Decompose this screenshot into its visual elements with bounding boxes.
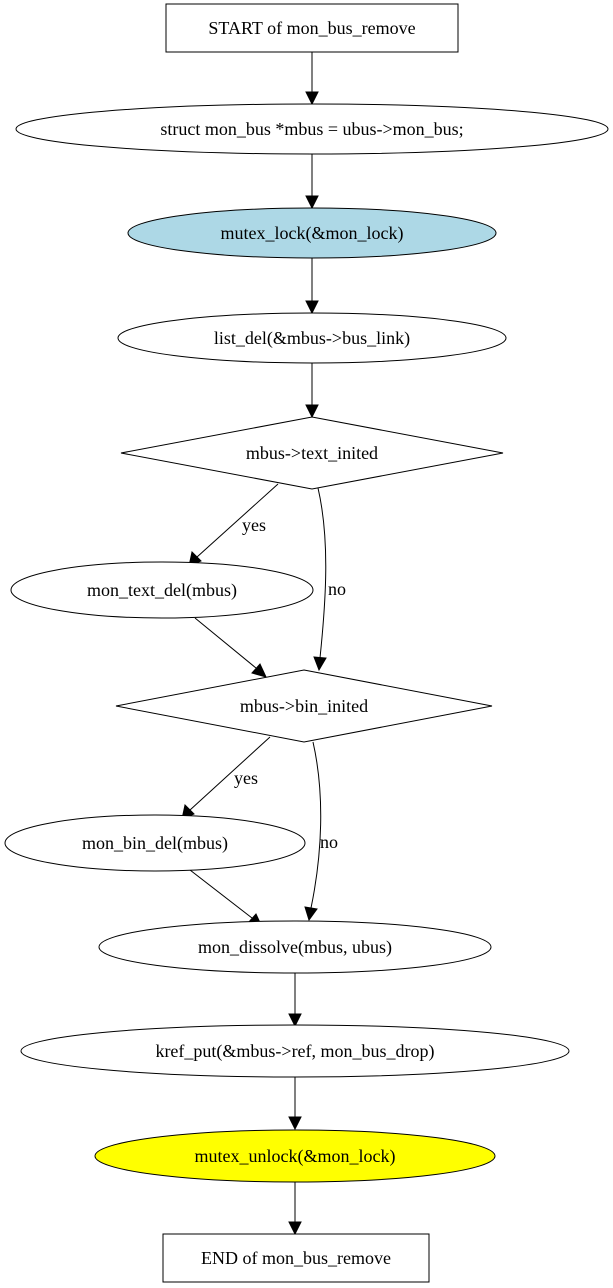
edge-label-text-yes: yes xyxy=(242,515,266,535)
decl-ellipse xyxy=(15,103,609,155)
edge-bininited-bindel xyxy=(189,736,271,811)
edge-textinited-textdel xyxy=(196,483,279,558)
edge-labels: yes no yes no xyxy=(234,515,346,852)
lock-label: mutex_lock(&mon_lock) xyxy=(221,223,404,244)
arrowhead xyxy=(305,195,319,210)
dissolve-node: mon_dissolve(mbus, ubus) xyxy=(98,920,492,974)
edge-textdel-bininited xyxy=(194,617,257,669)
decl-label: struct mon_bus *mbus = ubus->mon_bus; xyxy=(160,119,463,139)
krefput-node: kref_put(&mbus->ref, mon_bus_drop) xyxy=(20,1024,570,1078)
arrowhead xyxy=(305,91,319,106)
arrowhead xyxy=(288,1221,302,1236)
end-box xyxy=(162,1233,430,1283)
listdel-label: list_del(&mbus->bus_link) xyxy=(214,328,410,349)
start-node: START of mon_bus_remove xyxy=(165,3,459,53)
arrowhead xyxy=(305,404,319,419)
text-del-label: mon_text_del(mbus) xyxy=(87,580,237,601)
end-label: END of mon_bus_remove xyxy=(201,1248,391,1268)
nodes: START of mon_bus_remove struct mon_bus *… xyxy=(4,3,609,1283)
bin-del-label: mon_bin_del(mbus) xyxy=(82,833,228,854)
edge-bininited-dissolve-no xyxy=(310,741,322,909)
dissolve-ellipse xyxy=(98,920,492,974)
edge-label-bin-no: no xyxy=(320,832,338,852)
arrowhead xyxy=(305,300,319,315)
unlock-label: mutex_unlock(&mon_lock) xyxy=(195,1146,396,1167)
edge-label-text-no: no xyxy=(328,579,346,599)
edge-textinited-bininited-no xyxy=(317,487,327,659)
bin-inited-label: mbus->bin_inited xyxy=(240,696,368,716)
text-inited-label: mbus->text_inited xyxy=(246,443,378,463)
bin-inited-diamond xyxy=(115,669,493,743)
lock-node: mutex_lock(&mon_lock) xyxy=(127,207,497,259)
end-node: END of mon_bus_remove xyxy=(162,1233,430,1283)
bin-inited-node: mbus->bin_inited xyxy=(115,669,493,743)
arrowhead xyxy=(304,906,318,922)
text-del-ellipse xyxy=(10,561,314,619)
decl-node: struct mon_bus *mbus = ubus->mon_bus; xyxy=(15,103,609,155)
text-inited-diamond xyxy=(120,416,504,490)
arrowhead xyxy=(288,1013,302,1028)
text-del-node: mon_text_del(mbus) xyxy=(10,561,314,619)
arrowhead xyxy=(288,1116,302,1131)
arrowhead xyxy=(313,656,327,672)
listdel-node: list_del(&mbus->bus_link) xyxy=(117,312,507,364)
unlock-node: mutex_unlock(&mon_lock) xyxy=(94,1129,496,1183)
listdel-ellipse xyxy=(117,312,507,364)
unlock-ellipse xyxy=(94,1129,496,1183)
edge-label-bin-yes: yes xyxy=(234,768,258,788)
bin-del-ellipse xyxy=(4,814,306,872)
arrowhead xyxy=(251,663,267,678)
dissolve-label: mon_dissolve(mbus, ubus) xyxy=(198,937,392,958)
edge-bindel-dissolve xyxy=(189,869,253,919)
bin-del-node: mon_bin_del(mbus) xyxy=(4,814,306,872)
lock-ellipse xyxy=(127,207,497,259)
start-label: START of mon_bus_remove xyxy=(208,18,415,38)
text-inited-node: mbus->text_inited xyxy=(120,416,504,490)
start-box xyxy=(165,3,459,53)
krefput-label: kref_put(&mbus->ref, mon_bus_drop) xyxy=(155,1041,434,1062)
krefput-ellipse xyxy=(20,1024,570,1078)
